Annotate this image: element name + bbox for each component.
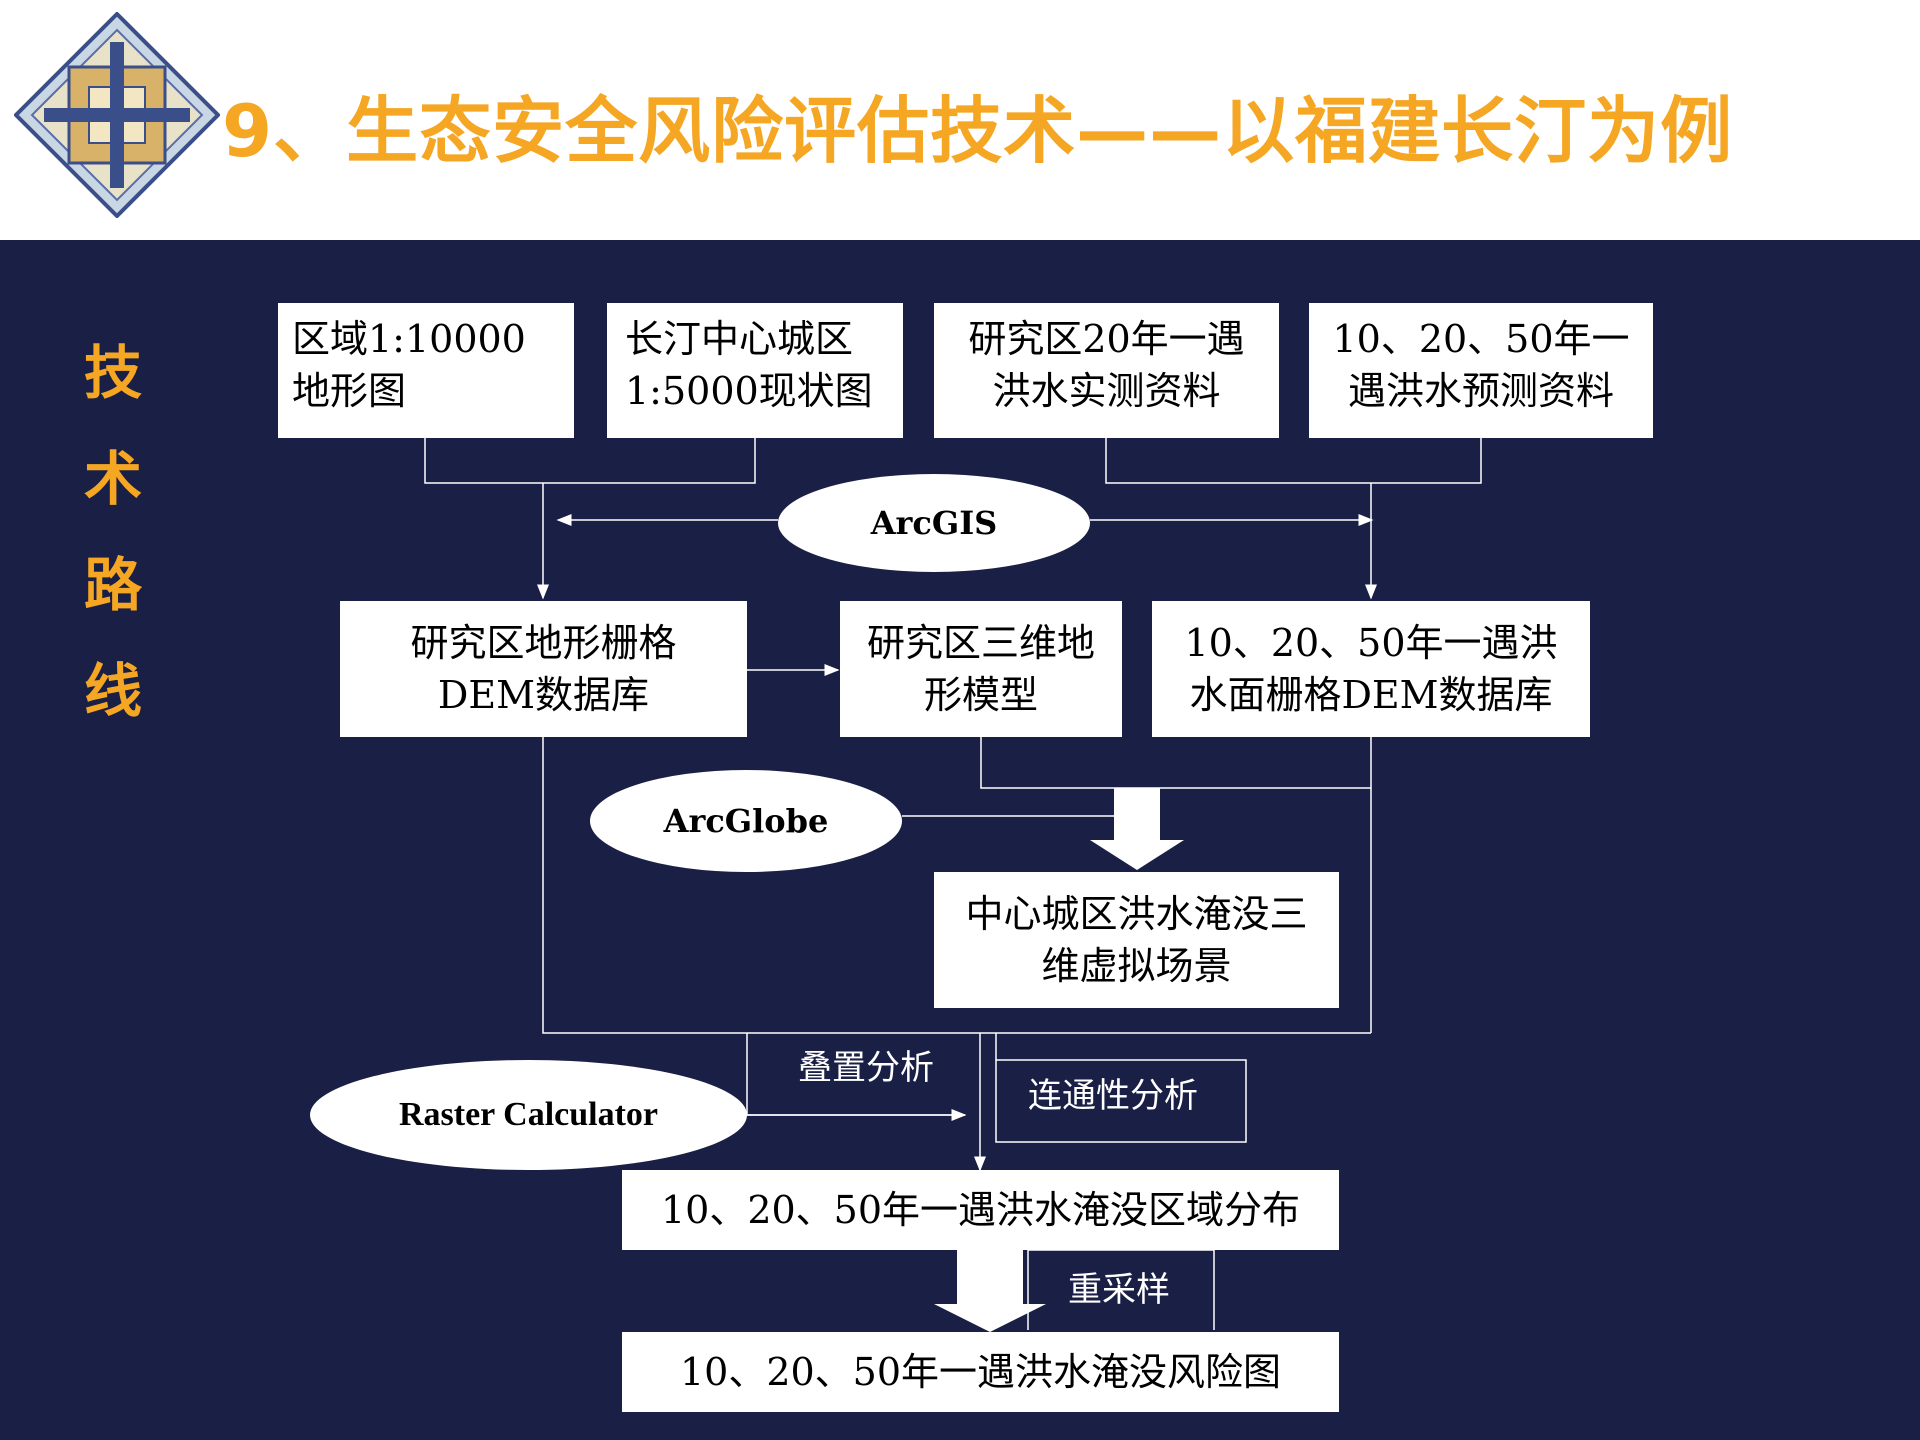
page-title: 9、生态安全风险评估技术——以福建长汀为例 <box>222 89 1734 173</box>
source-box-current-map: 长汀中心城区 1:5000现状图 <box>607 303 903 438</box>
side-char: 技 <box>83 339 142 407</box>
source-box-flood-measured: 研究区20年一遇 洪水实测资料 <box>934 303 1279 438</box>
side-heading: 技 术 路 线 <box>78 320 148 744</box>
logo-icon <box>14 12 220 218</box>
source-box-flood-forecast: 10、20、50年一 遇洪水预测资料 <box>1309 303 1653 438</box>
terrain-3d-model-box: 研究区三维地 形模型 <box>840 601 1122 737</box>
side-char: 线 <box>83 657 142 725</box>
tool-raster-calculator: Raster Calculator <box>310 1060 747 1170</box>
overlay-analysis-label: 叠置分析 <box>798 1048 934 1088</box>
side-char: 路 <box>83 551 142 619</box>
flood-risk-map-box: 10、20、50年一遇洪水淹没风险图 <box>622 1332 1339 1412</box>
water-surface-dem-box: 10、20、50年一遇洪 水面栅格DEM数据库 <box>1152 601 1590 737</box>
flood-area-distribution-box: 10、20、50年一遇洪水淹没区域分布 <box>622 1170 1339 1250</box>
source-box-topographic: 区域1:10000 地形图 <box>278 303 574 438</box>
tool-arcglobe: ArcGlobe <box>590 770 902 872</box>
side-char: 术 <box>83 445 142 513</box>
header: 9、生态安全风险评估技术——以福建长汀为例 <box>0 0 1920 240</box>
resample-label: 重采样 <box>1068 1270 1170 1310</box>
tool-arcgis: ArcGIS <box>778 474 1090 572</box>
connectivity-analysis-label: 连通性分析 <box>1028 1076 1198 1116</box>
flood-3d-scene-box: 中心城区洪水淹没三 维虚拟场景 <box>934 872 1339 1008</box>
dem-database-box: 研究区地形栅格 DEM数据库 <box>340 601 747 737</box>
